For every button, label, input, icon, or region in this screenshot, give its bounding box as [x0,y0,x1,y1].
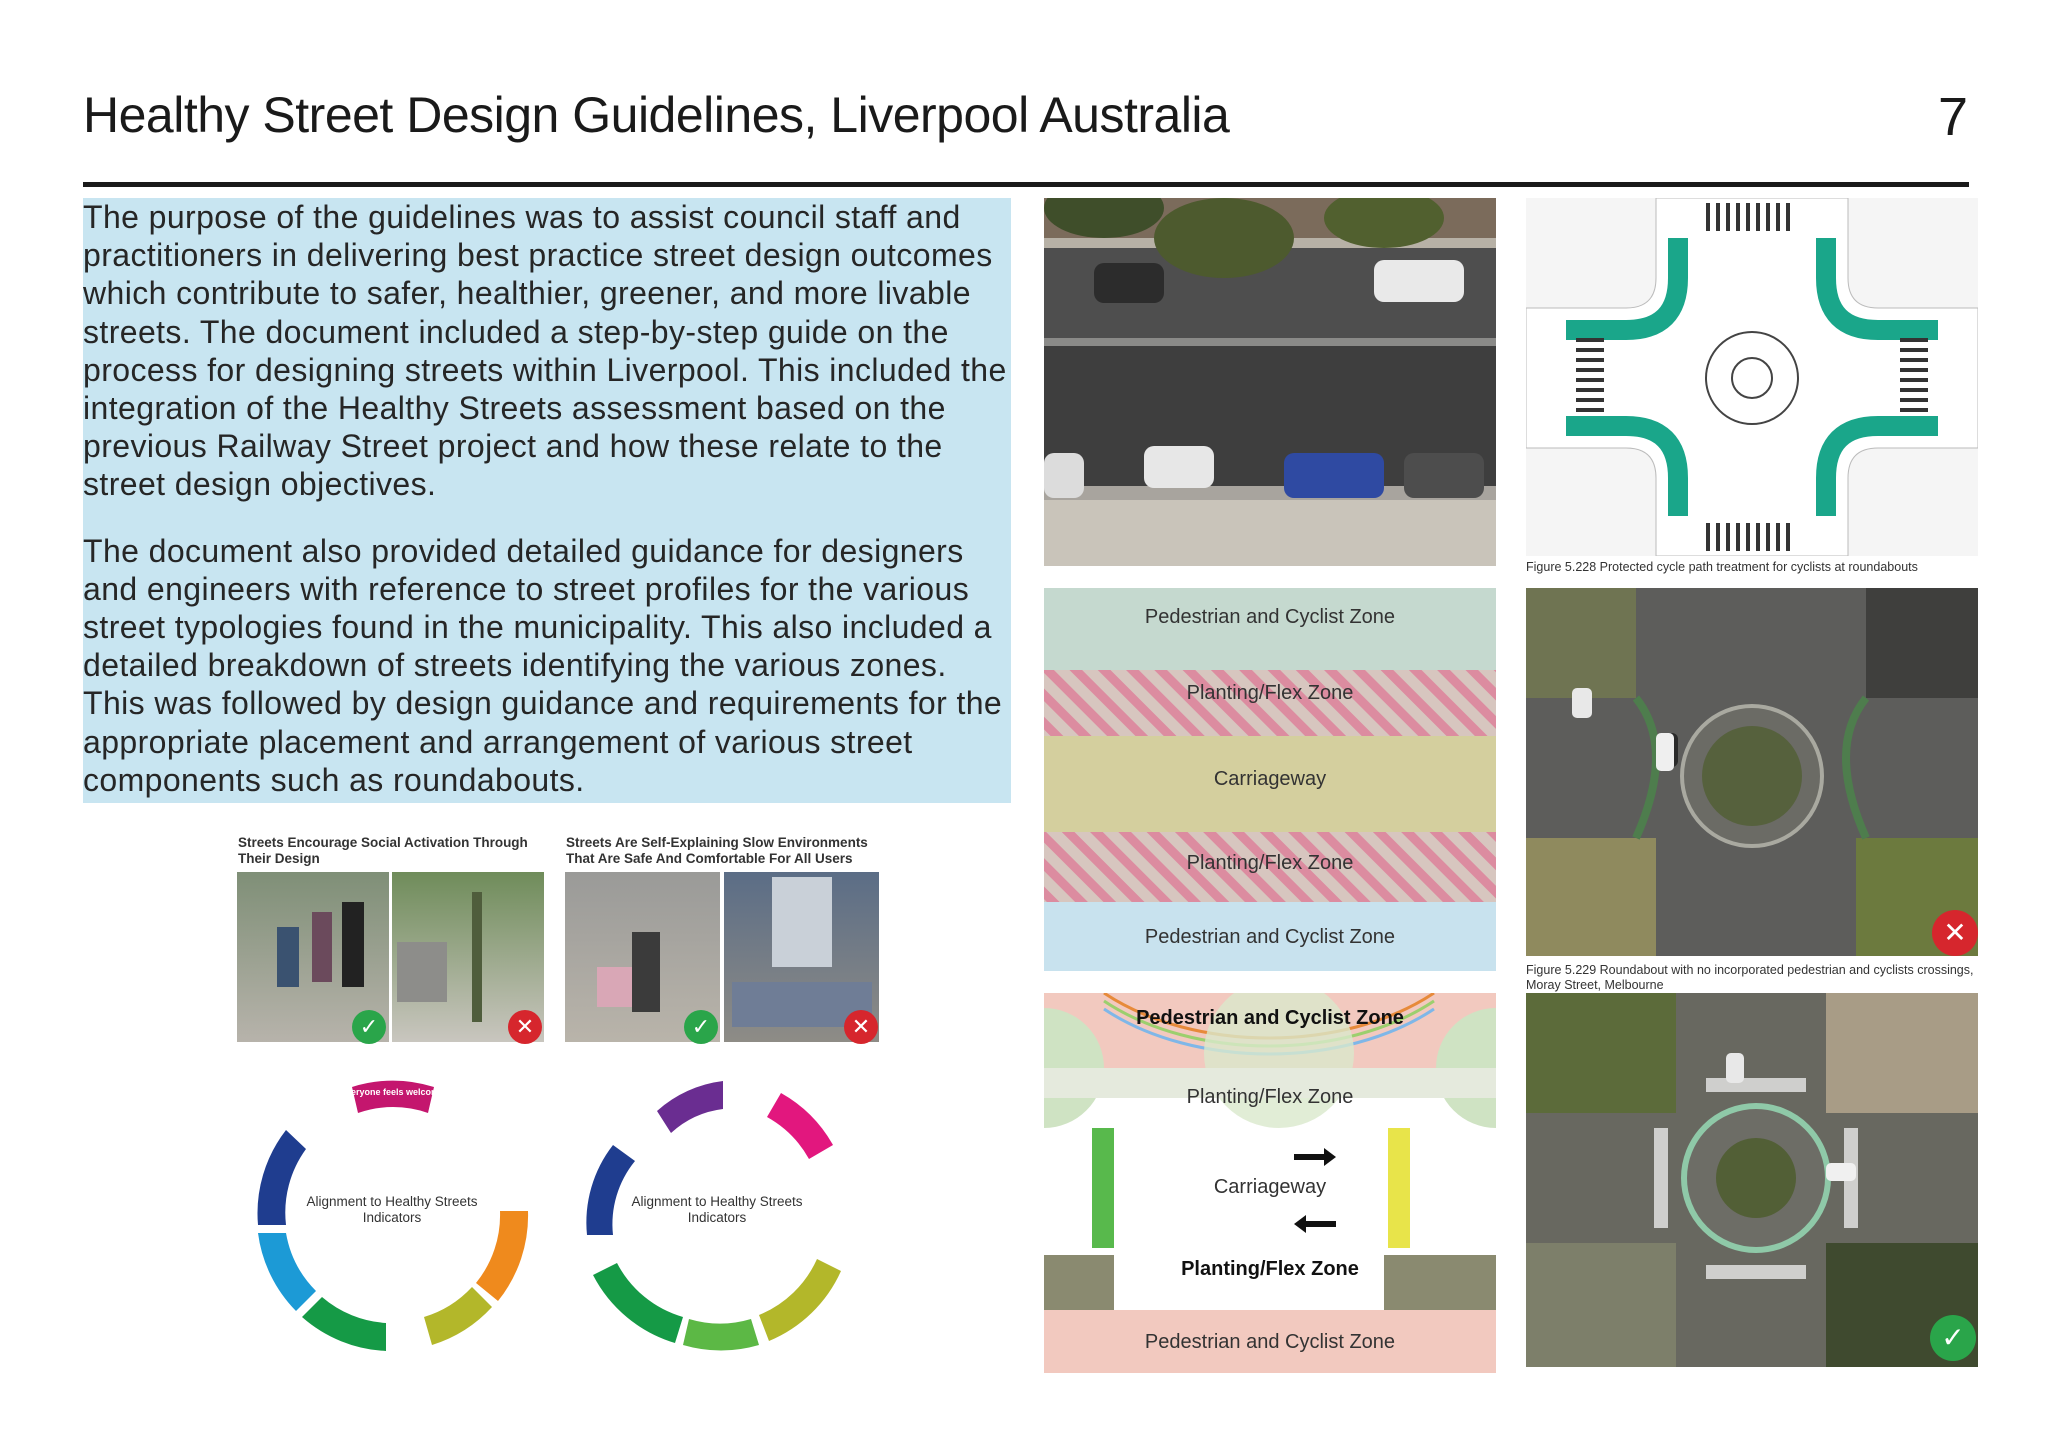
intro-paragraph-1: The purpose of the guidelines was to ass… [83,199,1007,503]
zone-label: Planting/Flex Zone [1181,1258,1359,1280]
zone-label: Carriageway [1213,768,1327,790]
aerial-street-photo [1044,198,1496,566]
street-zones-plan: Pedestrian and Cyclist Zone Planting/Fle… [1044,993,1496,1373]
cross-icon: ✕ [508,1010,542,1044]
intro-text-box: The purpose of the guidelines was to ass… [83,198,1011,803]
roundabout-crossings-photo [1526,993,1978,1367]
right-panel-title: Streets Are Self-Explaining Slow Environ… [566,835,868,866]
healthy-streets-infographic: Streets Encourage Social Activation Thro… [232,830,882,1375]
zone-label: Carriageway [1213,1176,1327,1198]
roundabout-aerial-photo [1526,588,1978,956]
street-photos [237,872,879,1042]
right-indicator-wheel [586,1081,841,1351]
zone-label: Pedestrian and Cyclist Zone [1144,926,1396,948]
zone-label: Pedestrian and Cyclist Zone [1136,1007,1404,1029]
page-title: Healthy Street Design Guidelines, Liverp… [83,87,1230,143]
figure-caption: Figure 5.228 Protected cycle path treatm… [1526,560,1918,574]
right-wheel-center-label: Alignment to Healthy Streets Indicators [631,1194,803,1225]
plan-drawing [1044,993,1496,1373]
zone-label: Planting/Flex Zone [1186,1086,1354,1108]
cycle-roundabout-diagram [1526,198,1978,556]
check-icon: ✓ [1930,1315,1976,1361]
left-panel-title: Streets Encourage Social Activation Thro… [238,835,528,866]
zone-label: Planting/Flex Zone [1186,852,1354,874]
cross-icon: ✕ [1932,910,1978,956]
zone-label: Planting/Flex Zone [1186,682,1354,704]
intro-paragraph-2: The document also provided detailed guid… [83,532,1003,798]
street-zones-aerial: Pedestrian and Cyclist Zone Planting/Fle… [1044,588,1496,971]
check-icon: ✓ [352,1010,386,1044]
page-number: 7 [1937,87,1968,147]
indicator-label: Everyone feels welcome [340,1087,444,1097]
cross-icon: ✕ [844,1010,878,1044]
figure-caption: Figure 5.229 Roundabout with no incorpor… [1526,963,1974,992]
left-wheel-center-label: Alignment to Healthy Streets Indicators [306,1194,478,1225]
header-divider [83,182,1969,187]
zone-label: Pedestrian and Cyclist Zone [1144,606,1396,628]
left-indicator-wheel: Everyone feels welcome [257,1080,529,1351]
zone-label: Pedestrian and Cyclist Zone [1144,1331,1396,1353]
check-icon: ✓ [684,1010,718,1044]
zone-overlay [1044,588,1496,971]
